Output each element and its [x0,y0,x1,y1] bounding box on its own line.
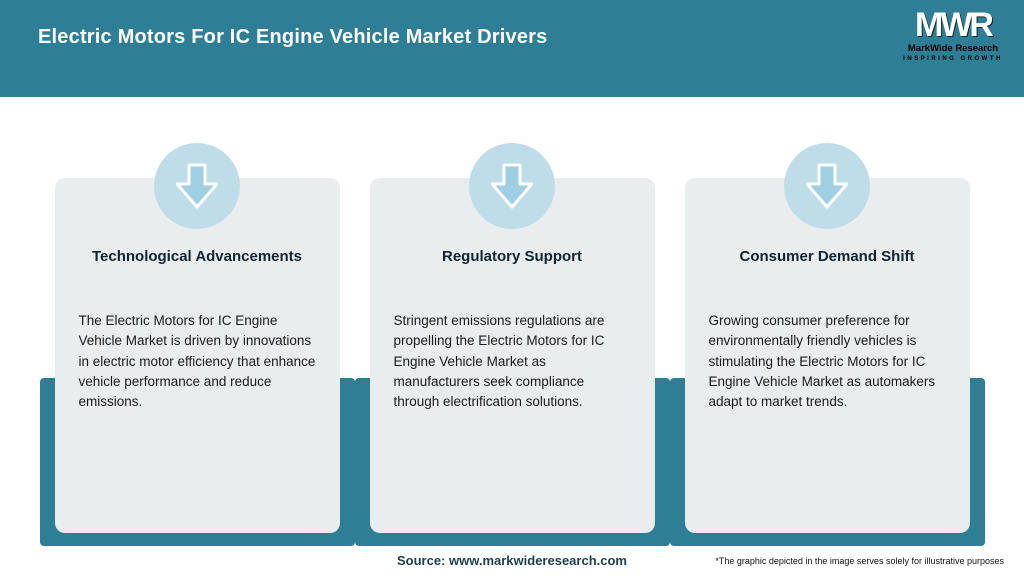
card-body: Stringent emissions regulations are prop… [393,313,605,409]
driver-card-regulatory-support: Regulatory Support Stringent emissions r… [354,143,670,546]
driver-cards-row: Technological Advancements The Electric … [0,143,1024,546]
down-arrow-icon [491,163,533,209]
page-title: Electric Motors For IC Engine Vehicle Ma… [38,26,548,48]
down-arrow-icon [806,163,848,209]
card-panel: Technological Advancements The Electric … [54,178,340,533]
card-title: Regulatory Support [441,248,582,265]
arrow-circle [469,143,555,229]
arrow-circle [784,143,870,229]
card-body: Growing consumer preference for environm… [708,313,936,409]
arrow-circle [154,143,240,229]
card-body: The Electric Motors for IC Engine Vehicl… [78,313,316,409]
card-title: Consumer Demand Shift [739,248,915,265]
logo-tagline: Inspiring Growth [903,55,1003,62]
down-arrow-icon [176,163,218,209]
disclaimer-text: *The graphic depicted in the image serve… [715,556,1004,566]
driver-card-consumer-demand-shift: Consumer Demand Shift Growing consumer p… [669,143,985,546]
logo-name: MarkWide Research [907,43,999,54]
source-text: Source: www.markwideresearch.com [396,553,627,568]
logo-acronym: MWR [915,6,994,44]
header-bar: Electric Motors For IC Engine Vehicle Ma… [0,0,1024,97]
card-panel: Regulatory Support Stringent emissions r… [369,178,655,533]
driver-card-technological-advancements: Technological Advancements The Electric … [39,143,355,546]
card-panel: Consumer Demand Shift Growing consumer p… [684,178,970,533]
markwide-research-logo: MWR MarkWide Research Inspiring Growth [898,8,1008,62]
card-title: Technological Advancements [91,248,303,265]
